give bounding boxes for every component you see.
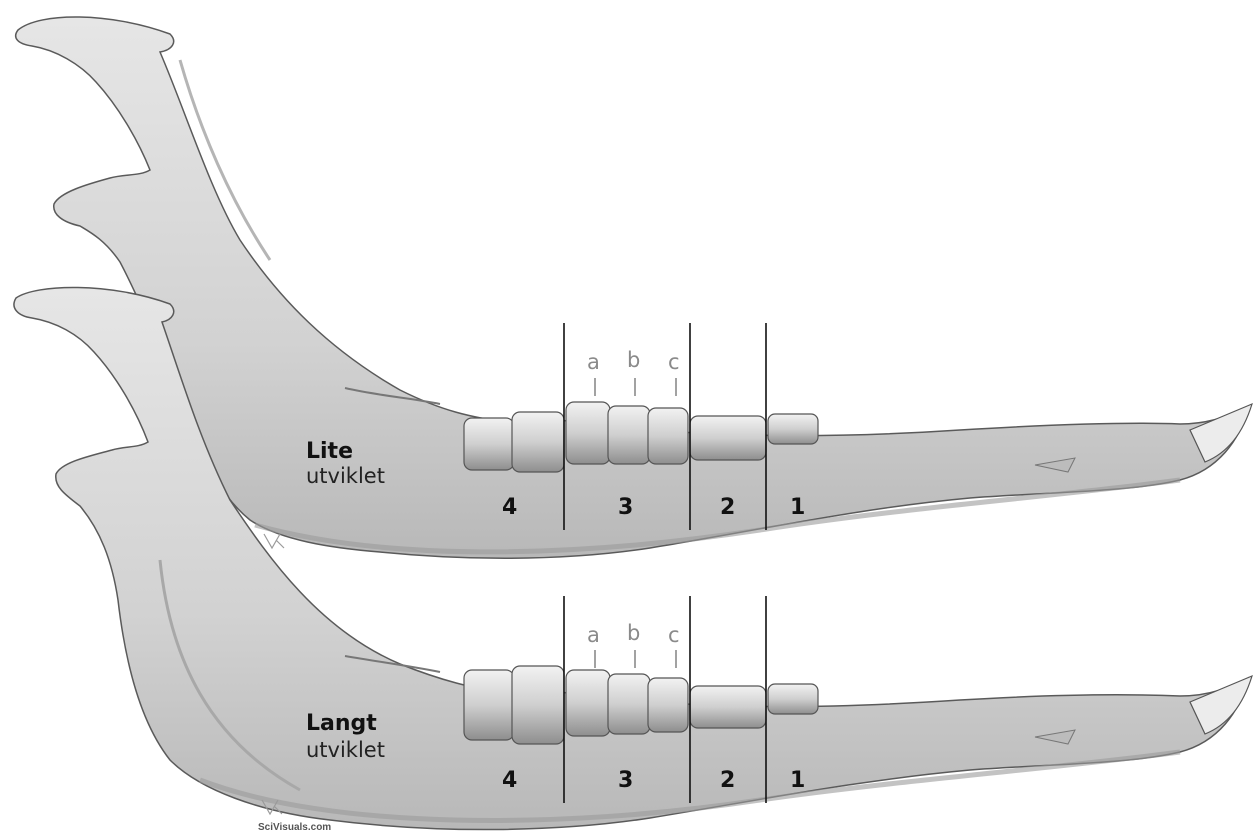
watermark-mark bbox=[264, 534, 284, 548]
molar-tooth bbox=[690, 686, 766, 728]
molar-tooth bbox=[512, 666, 564, 744]
cusp-label: a bbox=[587, 625, 600, 646]
zone-number: 1 bbox=[790, 770, 805, 792]
molar-tooth bbox=[566, 670, 610, 736]
molar-tooth bbox=[608, 406, 650, 464]
credit-text: SciVisuals.com bbox=[258, 822, 331, 833]
molar-tooth bbox=[648, 408, 688, 464]
cusp-label: c bbox=[668, 625, 680, 646]
zone-number: 2 bbox=[720, 770, 735, 792]
cusp-label: b bbox=[627, 623, 640, 644]
molar-tooth bbox=[512, 412, 564, 472]
zone-number: 1 bbox=[790, 497, 805, 519]
cusp-label: b bbox=[627, 350, 640, 371]
molar-tooth bbox=[690, 416, 766, 460]
molar-tooth bbox=[648, 678, 688, 732]
zone-number: 2 bbox=[720, 497, 735, 519]
molar-tooth bbox=[566, 402, 610, 464]
development-label: utviklet bbox=[306, 740, 385, 761]
development-label-strong: Langt bbox=[306, 713, 377, 735]
zone-number: 4 bbox=[502, 770, 517, 792]
cusp-label: c bbox=[668, 352, 680, 373]
molar-tooth bbox=[768, 414, 818, 444]
zone-number: 3 bbox=[618, 770, 633, 792]
zone-number: 4 bbox=[502, 497, 517, 519]
cusp-ticks bbox=[595, 650, 676, 668]
cusp-ticks bbox=[595, 378, 676, 396]
molar-tooth bbox=[464, 418, 514, 470]
development-label: utviklet bbox=[306, 466, 385, 487]
molar-tooth bbox=[608, 674, 650, 734]
development-label-strong: Lite bbox=[306, 441, 353, 463]
molar-tooth bbox=[464, 670, 514, 740]
cusp-label: a bbox=[587, 352, 600, 373]
zone-number: 3 bbox=[618, 497, 633, 519]
molar-tooth bbox=[768, 684, 818, 714]
